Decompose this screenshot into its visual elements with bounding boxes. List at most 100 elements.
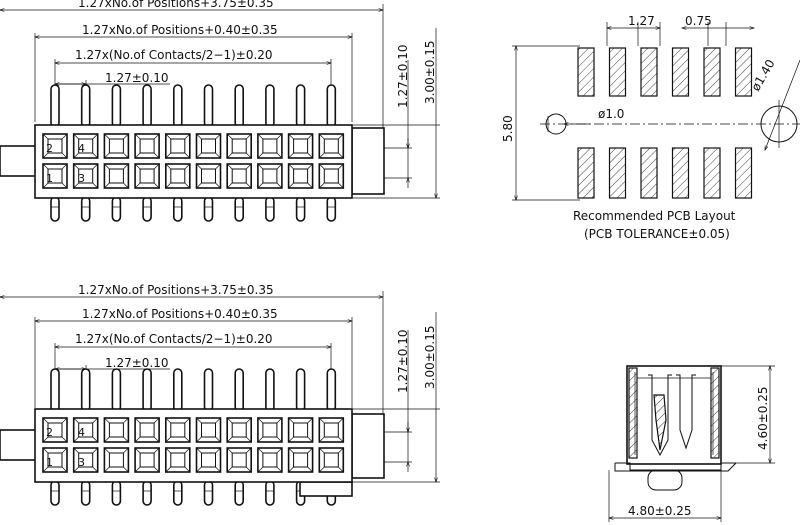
side-wall-left	[628, 367, 638, 459]
top-pin-up	[142, 84, 152, 128]
bottom-connector-body	[34, 408, 353, 483]
side-contact-right	[676, 374, 696, 450]
top-pin-down	[173, 196, 183, 222]
side-post	[647, 469, 683, 491]
bottom-pin-up	[326, 368, 337, 412]
bottom-pin-label-3: 3	[78, 456, 85, 469]
bottom-dim-overall-text: 1.27xNo.of Positions+3.75±0.35	[78, 283, 274, 297]
bottom-contact-cell	[134, 417, 160, 443]
top-contact-cell	[287, 133, 314, 159]
bottom-contact-cell	[103, 417, 130, 443]
bottom-contact-cell	[318, 447, 345, 473]
top-pin-up	[326, 84, 337, 128]
side-contact-hatch	[653, 394, 667, 451]
top-pin-label-4: 4	[78, 142, 85, 155]
top-contact-cell	[318, 163, 345, 189]
side-dim-width-text: 4.80±0.25	[628, 504, 692, 518]
bottom-pin-label-1: 1	[46, 456, 53, 469]
bottom-contact-cell	[318, 417, 345, 443]
bottom-contact-cell	[195, 417, 222, 443]
pcb-hole-small-text: ø1.0	[598, 107, 624, 121]
bottom-pin-up	[173, 368, 183, 412]
bottom-pin-up	[265, 368, 275, 412]
top-contact-cell	[72, 163, 99, 189]
bottom-pin-up	[203, 368, 214, 412]
pcb-pad-lower	[671, 147, 690, 199]
side-contact-left	[648, 374, 672, 457]
top-pin-up	[80, 84, 91, 128]
top-contact-cell	[226, 163, 252, 189]
bottom-lower-tab	[299, 481, 353, 497]
pcb-caption: Recommended PCB Layout	[573, 209, 736, 223]
bottom-pin-up	[234, 368, 244, 412]
bottom-pin-down	[80, 480, 91, 506]
top-pin-down	[111, 196, 122, 222]
top-pin-up	[173, 84, 183, 128]
top-pin-down	[265, 196, 275, 222]
bottom-contact-cells	[42, 417, 345, 473]
pcb-dim-pad-width-text: 0.75	[685, 14, 712, 28]
top-pin-up	[111, 84, 122, 128]
top-dim-height-text: 3.00±0.15	[423, 41, 437, 105]
bottom-dim-height-text: 3.00±0.15	[423, 326, 437, 390]
pcb-pad-upper	[640, 47, 658, 97]
top-contact-cell	[226, 133, 252, 159]
pcb-layout-view: 1.27 0.75 5.80 ø1.0 ø1.40 Recommended PC…	[501, 14, 800, 241]
bottom-contact-cell	[42, 417, 68, 443]
top-contact-cell	[257, 133, 283, 159]
top-contact-cell	[103, 133, 130, 159]
bottom-pin-down	[50, 480, 60, 506]
top-pin-down	[80, 196, 91, 222]
top-contact-cell	[195, 133, 222, 159]
bottom-contact-cell	[72, 447, 99, 473]
pcb-dim-pitch-text: 1.27	[628, 14, 655, 28]
top-pin-up	[203, 84, 214, 128]
top-contact-cell	[165, 163, 191, 189]
bottom-pins-upper	[50, 368, 337, 412]
bottom-pin-up	[111, 368, 122, 412]
top-contact-cell	[318, 133, 345, 159]
bottom-contact-cell	[226, 417, 252, 443]
top-pin-down	[142, 196, 152, 222]
bottom-contact-cell	[103, 447, 130, 473]
bottom-contact-cell	[165, 447, 191, 473]
bottom-contact-cell	[287, 417, 314, 443]
top-contact-cell	[257, 163, 283, 189]
bottom-pin-down	[203, 480, 214, 506]
bottom-pin-down	[173, 480, 183, 506]
top-pin-down	[203, 196, 214, 222]
pcb-pad-upper	[734, 47, 753, 97]
bottom-dim-contacts-text: 1.27x(No.of Contacts/2−1)±0.20	[75, 332, 273, 346]
top-contact-cell	[165, 133, 191, 159]
pcb-pad-lower	[640, 147, 658, 199]
bottom-contact-cell	[257, 417, 283, 443]
top-pin-up	[50, 84, 60, 128]
top-pin-down	[326, 196, 337, 222]
top-pin-label-1: 1	[46, 172, 53, 185]
pcb-pad-upper	[671, 47, 690, 97]
bottom-connector-view: 1.27xNo.of Positions+3.75±0.35 1.27xNo.o…	[0, 283, 440, 506]
top-dim-contacts-text: 1.27x(No.of Contacts/2−1)±0.20	[75, 48, 273, 62]
pcb-tolerance: (PCB TOLERANCE±0.05)	[584, 227, 730, 241]
top-pin-label-2: 2	[46, 142, 53, 155]
top-contact-cell	[134, 163, 160, 189]
bottom-left-tab	[0, 429, 37, 461]
top-right-tab	[351, 127, 385, 195]
bottom-pins-lower	[50, 480, 337, 506]
bottom-pin-label-4: 4	[78, 426, 85, 439]
bottom-dim-body-text: 1.27xNo.of Positions+0.40±0.35	[82, 307, 278, 321]
bottom-contact-cell	[72, 417, 99, 443]
top-dimensions: 1.27xNo.of Positions+3.75±0.35 1.27xNo.o…	[0, 0, 440, 198]
top-pins-upper	[50, 84, 337, 128]
top-pin-up	[265, 84, 275, 128]
bottom-pin-up	[295, 368, 306, 412]
bottom-contact-cell	[287, 447, 314, 473]
bottom-pin-down	[265, 480, 275, 506]
pcb-pad-lower	[608, 147, 627, 199]
top-connector-view: 1.27xNo.of Positions+3.75±0.35 1.27xNo.o…	[0, 0, 440, 222]
pcb-pad-lower	[577, 147, 595, 199]
side-profile-view: 4.60±0.25 4.80±0.25	[609, 365, 775, 522]
side-housing	[626, 365, 722, 465]
pcb-pad-upper	[577, 47, 595, 97]
